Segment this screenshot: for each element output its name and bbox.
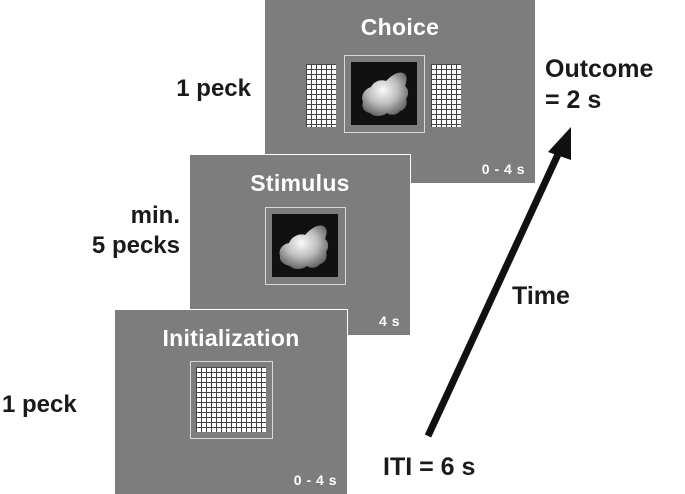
stimulus-shape (279, 225, 329, 269)
choice-stimulus-frame (344, 55, 425, 133)
time-axis-label: Time (512, 282, 570, 310)
choice-stimulus-box (351, 62, 417, 125)
time-arrow-head (548, 127, 571, 160)
stimulus-title: Stimulus (250, 170, 350, 196)
stimulus-screen: Stimulus 4 s (190, 155, 410, 335)
initialization-response-label: 1 peck (2, 391, 77, 418)
outcome-line2: = 2 s (545, 86, 602, 114)
stimulus-box (272, 214, 338, 277)
choice-screen: Choice 0 - 4 s (265, 0, 535, 183)
iti-annotation: ITI = 6 s (383, 453, 476, 481)
initialization-title: Initialization (162, 325, 300, 351)
stimulus-duration: 4 s (379, 313, 400, 329)
initialization-screen: Initialization 0 - 4 s (115, 310, 347, 494)
outcome-line1: Outcome (545, 55, 654, 83)
choice-right-grid (431, 64, 461, 127)
choice-left-grid (306, 64, 336, 127)
outcome-annotation: Outcome = 2 s (545, 54, 653, 116)
stimulus-response-line1: min. (130, 202, 180, 229)
choice-duration: 0 - 4 s (481, 161, 525, 177)
initialization-duration: 0 - 4 s (293, 472, 337, 488)
choice-stimulus-shape (362, 72, 409, 116)
time-arrow-shaft (424, 148, 564, 438)
choice-response-label: 1 peck (176, 75, 251, 102)
choice-title: Choice (360, 14, 440, 40)
stimulus-frame (265, 207, 346, 285)
stimulus-response-line2: 5 pecks (91, 232, 180, 259)
initialization-frame (190, 361, 273, 439)
stimulus-response-label: min. 5 pecks (92, 201, 180, 261)
initialization-grid (196, 367, 266, 432)
